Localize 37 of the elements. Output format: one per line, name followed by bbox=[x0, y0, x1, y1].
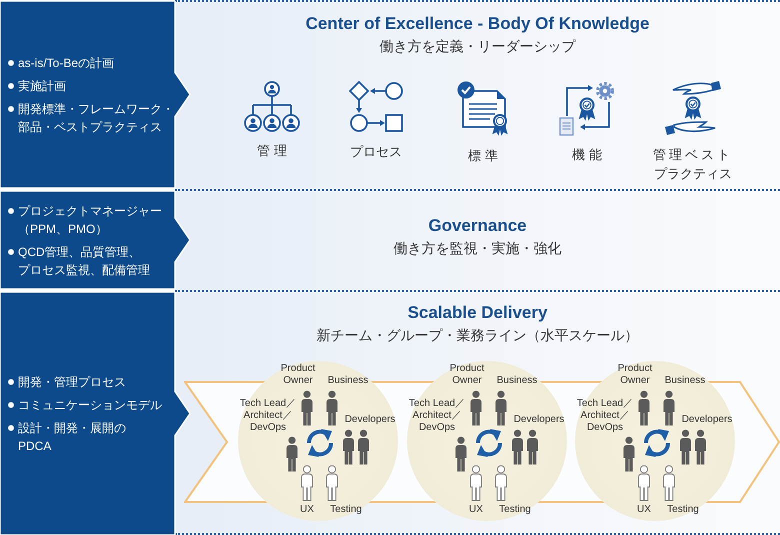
role-label: Product Owner bbox=[280, 363, 316, 387]
icon-caption: プロセス bbox=[350, 143, 402, 161]
section-title: Scalable Delivery bbox=[408, 303, 548, 323]
bullet-text: 開発・管理プロセス bbox=[7, 372, 126, 390]
icon-caption: 機 能 bbox=[572, 146, 602, 164]
icon-caption: 標 準 bbox=[468, 147, 498, 165]
role-label: UX bbox=[300, 504, 314, 516]
icon-caption: 管理ベストプラクティス bbox=[652, 146, 734, 183]
role-label: Tech Lead／ Architect／ DevOps bbox=[408, 398, 466, 434]
section-title: Governance bbox=[428, 216, 527, 236]
role-label: Developers bbox=[682, 414, 732, 426]
role-label: Tech Lead／ Architect／ DevOps bbox=[576, 398, 634, 434]
role-label: Business bbox=[328, 375, 368, 387]
section-title: Center of Excellence - Body Of Knowledge bbox=[306, 14, 650, 34]
role-label: Testing bbox=[667, 504, 699, 516]
section-panel bbox=[175, 290, 780, 535]
role-label: UX bbox=[637, 504, 651, 516]
role-label: Testing bbox=[499, 504, 531, 516]
section-panel bbox=[175, 0, 780, 189]
chevron-panel bbox=[0, 1, 191, 188]
section-subtitle: 働き方を監視・実施・強化 bbox=[394, 239, 562, 257]
role-label: Product Owner bbox=[448, 363, 486, 387]
icon-caption: 管 理 bbox=[257, 142, 287, 160]
role-label: Developers bbox=[344, 414, 396, 426]
role-label: Tech Lead／ Architect／ DevOps bbox=[238, 398, 298, 434]
chevron-panel bbox=[0, 191, 191, 289]
role-label: Product Owner bbox=[616, 363, 654, 387]
section-panel bbox=[175, 189, 780, 290]
role-label: Testing bbox=[330, 504, 362, 516]
section-subtitle: 新チーム・グループ・業務ライン（水平スケール） bbox=[316, 326, 638, 344]
section-subtitle: 働き方を定義・リーダーシップ bbox=[380, 37, 576, 55]
bullet-text: 実施計画 bbox=[7, 76, 66, 94]
role-label: Business bbox=[496, 375, 538, 387]
role-label: Developers bbox=[514, 414, 564, 426]
role-label: Business bbox=[664, 375, 706, 387]
role-label: UX bbox=[469, 504, 483, 516]
chevron-panel bbox=[0, 292, 191, 535]
